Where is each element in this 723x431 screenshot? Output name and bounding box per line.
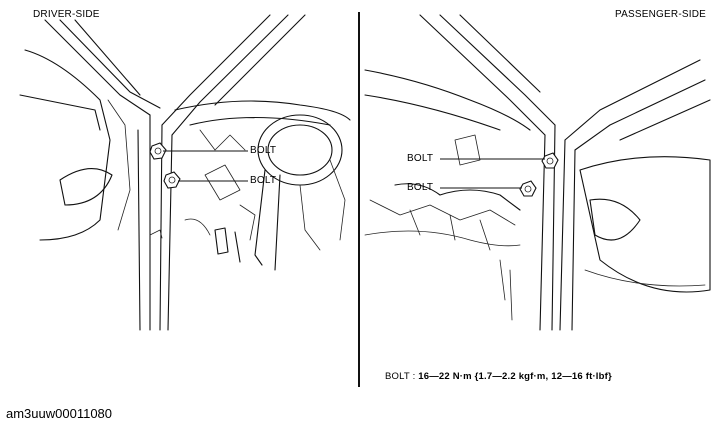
driver-bolt-upper-icon — [149, 142, 167, 160]
passenger-bolt-upper-icon — [541, 152, 559, 169]
passenger-bolt-lower-label: BOLT — [407, 182, 434, 193]
torque-spec: BOLT : 16—22 N·m {1.7—2.2 kgf·m, 12—16 f… — [385, 371, 612, 382]
driver-side-heading: DRIVER-SIDE — [33, 9, 100, 20]
passenger-bolt-upper-label: BOLT — [407, 153, 434, 164]
passenger-side-heading: PASSENGER-SIDE — [615, 9, 706, 20]
driver-bolt-lower-icon — [163, 171, 181, 189]
center-divider — [358, 12, 360, 387]
figure-id: am3uuw00011080 — [6, 406, 113, 421]
driver-bolt-upper-label: BOLT — [250, 145, 277, 156]
passenger-bolt-lower-icon — [519, 180, 537, 197]
torque-spec-value: 16—22 N·m {1.7—2.2 kgf·m, 12—16 ft·lbf} — [418, 371, 612, 382]
torque-spec-prefix: BOLT : — [385, 371, 419, 382]
driver-bolt-lower-label: BOLT — [250, 175, 277, 186]
